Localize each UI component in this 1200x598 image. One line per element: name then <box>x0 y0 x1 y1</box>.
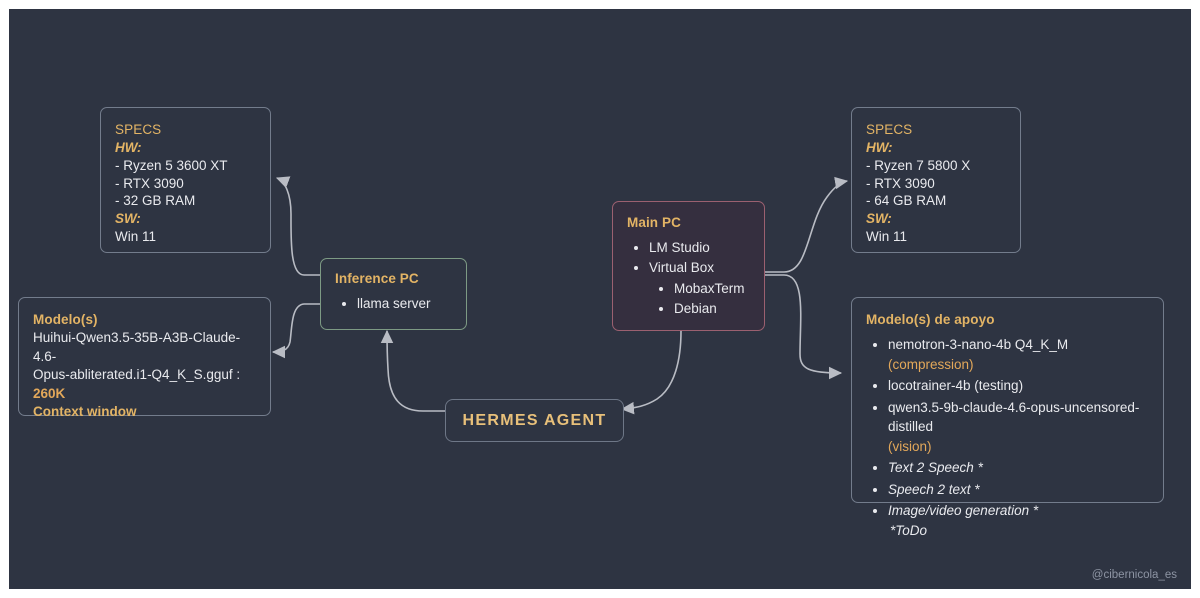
specs-left-sw-label: SW: <box>115 211 141 227</box>
watermark: @cibernicola_es <box>1091 569 1177 581</box>
node-modelos[interactable]: Modelo(s) Huihui-Qwen3.5-35B-A3B-Claude-… <box>18 297 271 419</box>
edge-mainpc-to-hermes <box>620 330 682 415</box>
edge-hermes-to-inference <box>380 329 445 412</box>
apoyo-item-1-text: locotrainer-4b (testing) <box>888 378 1024 393</box>
inference-pc-list: llama server <box>335 294 454 313</box>
specs-left-hw-label: HW: <box>115 140 142 155</box>
edge-inference-to-modelos <box>271 303 320 359</box>
specs-left-hw-0: - Ryzen 5 3600 XT <box>115 157 228 173</box>
list-item: Text 2 Speech * <box>888 458 1151 478</box>
modelos-context-label: Context window <box>33 404 137 419</box>
edge-mainpc-to-specs-right <box>765 176 849 273</box>
apoyo-item-2-text: qwen3.5-9b-claude-4.6-opus-uncensored-di… <box>888 399 1140 435</box>
list-item: nemotron-3-nano-4b Q4_K_M (compression) <box>888 335 1151 374</box>
list-item: LM Studio <box>649 238 752 257</box>
node-specs-right[interactable]: SPECS HW: - Ryzen 7 5800 X - RTX 3090 - … <box>851 107 1021 253</box>
node-hermes-agent[interactable]: HERMES AGENT <box>445 399 624 442</box>
apoyo-item-0-text: nemotron-3-nano-4b Q4_K_M <box>888 337 1069 352</box>
specs-left-hw-2: - 32 GB RAM <box>115 193 196 209</box>
main-pc-title: Main PC <box>627 215 681 230</box>
main-pc-virtualbox-label: Virtual Box <box>649 260 715 275</box>
modelos-name-line2: Opus-abliterated.i1-Q4_K_S.gguf : <box>33 367 241 382</box>
apoyo-item-5-text: Image/video generation * <box>888 503 1039 518</box>
edge-mainpc-to-modelos-apoyo <box>765 274 843 380</box>
specs-left-title: SPECS <box>115 122 162 137</box>
apoyo-item-3-text: Text 2 Speech * <box>888 460 983 475</box>
list-item: Virtual Box MobaxTerm Debian <box>649 258 752 318</box>
main-pc-sublist: MobaxTerm Debian <box>649 279 752 318</box>
specs-right-hw-label: HW: <box>866 140 893 155</box>
node-modelos-apoyo[interactable]: Modelo(s) de apoyo nemotron-3-nano-4b Q4… <box>851 297 1164 538</box>
modelos-apoyo-title: Modelo(s) de apoyo <box>866 312 995 327</box>
list-item: qwen3.5-9b-claude-4.6-opus-uncensored-di… <box>888 398 1151 457</box>
specs-right-sw-0: Win 11 <box>866 228 908 244</box>
list-item: MobaxTerm <box>674 279 752 298</box>
specs-right-hw-0: - Ryzen 7 5800 X <box>866 157 971 173</box>
list-item: locotrainer-4b (testing) <box>888 376 1151 396</box>
specs-left-hw-1: - RTX 3090 <box>115 175 184 191</box>
diagram-canvas: SPECS HW: - Ryzen 5 3600 XT - RTX 3090 -… <box>9 9 1191 589</box>
modelos-name-line1: Huihui-Qwen3.5-35B-A3B-Claude-4.6- <box>33 330 241 364</box>
node-inference-pc[interactable]: Inference PC llama server <box>320 258 467 330</box>
list-item: Debian <box>674 299 752 318</box>
inference-pc-title: Inference PC <box>335 271 419 286</box>
main-pc-list: LM Studio Virtual Box MobaxTerm Debian <box>627 238 752 318</box>
list-item: Speech 2 text * <box>888 480 1151 500</box>
apoyo-item-4-text: Speech 2 text * <box>888 481 980 497</box>
edge-inference-to-specs-left <box>275 176 320 276</box>
list-item: Image/video generation * *ToDo <box>888 501 1151 540</box>
specs-right-hw-2: - 64 GB RAM <box>866 193 947 209</box>
apoyo-item-0-tag: (compression) <box>888 356 974 372</box>
modelos-context-size: 260K <box>33 385 66 401</box>
modelos-title: Modelo(s) <box>33 312 98 327</box>
modelos-model-name: Huihui-Qwen3.5-35B-A3B-Claude-4.6- Opus-… <box>33 329 256 403</box>
list-item: llama server <box>357 294 454 313</box>
apoyo-footnote: *ToDo <box>890 522 928 538</box>
specs-right-hw-1: - RTX 3090 <box>866 175 935 191</box>
node-specs-left[interactable]: SPECS HW: - Ryzen 5 3600 XT - RTX 3090 -… <box>100 107 271 253</box>
specs-right-title: SPECS <box>866 122 913 137</box>
specs-left-sw-0: Win 11 <box>115 228 157 244</box>
apoyo-item-2-tag: (vision) <box>888 438 932 454</box>
modelos-apoyo-list: nemotron-3-nano-4b Q4_K_M (compression) … <box>866 335 1151 540</box>
specs-right-sw-label: SW: <box>866 211 892 227</box>
hermes-agent-label: HERMES AGENT <box>462 411 607 429</box>
node-main-pc[interactable]: Main PC LM Studio Virtual Box MobaxTerm … <box>612 201 765 331</box>
